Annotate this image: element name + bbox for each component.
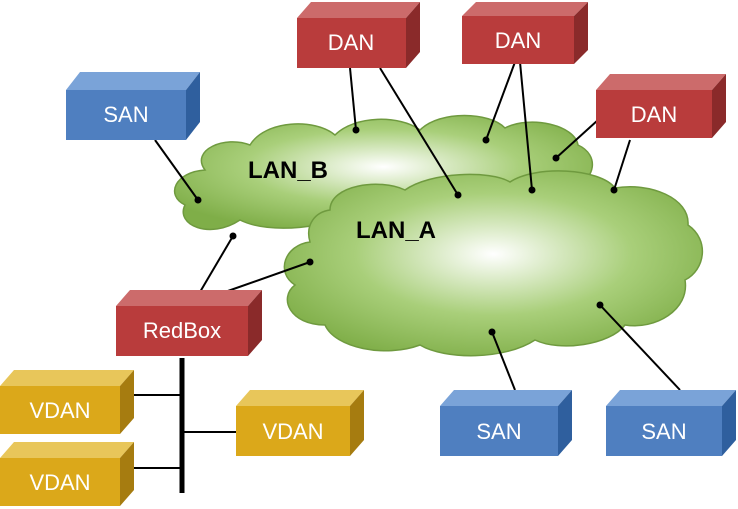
vdan-node-2: VDAN: [236, 390, 364, 456]
san-node-bottom-2-label: SAN: [641, 419, 686, 444]
lan-a-label: LAN_A: [356, 217, 436, 244]
dan-node-top-1: DAN: [297, 2, 420, 68]
san-node-top-left-label: SAN: [103, 102, 148, 127]
san-node-bottom-1: SAN: [440, 390, 572, 456]
vdan-node-2-label: VDAN: [262, 419, 323, 444]
dan-node-top-1-label: DAN: [328, 30, 374, 55]
san-node-top-left: SAN: [66, 72, 200, 140]
vdan-node-1: VDAN: [0, 370, 134, 434]
dan-node-right-label: DAN: [631, 102, 677, 127]
san-node-bottom-1-label: SAN: [476, 419, 521, 444]
vdan-node-3: VDAN: [0, 442, 134, 506]
redbox-node-label: RedBox: [143, 318, 221, 343]
dan-node-top-2: DAN: [462, 2, 588, 64]
lan-a-cloud: [283, 170, 704, 357]
connection-lines: [132, 61, 681, 493]
redbox-node: RedBox: [116, 290, 262, 356]
lan-b-label: LAN_B: [248, 157, 328, 184]
dan-node-right: DAN: [596, 74, 726, 138]
dan-node-top-2-label: DAN: [495, 28, 541, 53]
connection-dots: [194, 126, 618, 336]
vdan-node-3-label: VDAN: [29, 470, 90, 495]
san-node-bottom-2: SAN: [606, 390, 736, 456]
vdan-node-1-label: VDAN: [29, 398, 90, 423]
